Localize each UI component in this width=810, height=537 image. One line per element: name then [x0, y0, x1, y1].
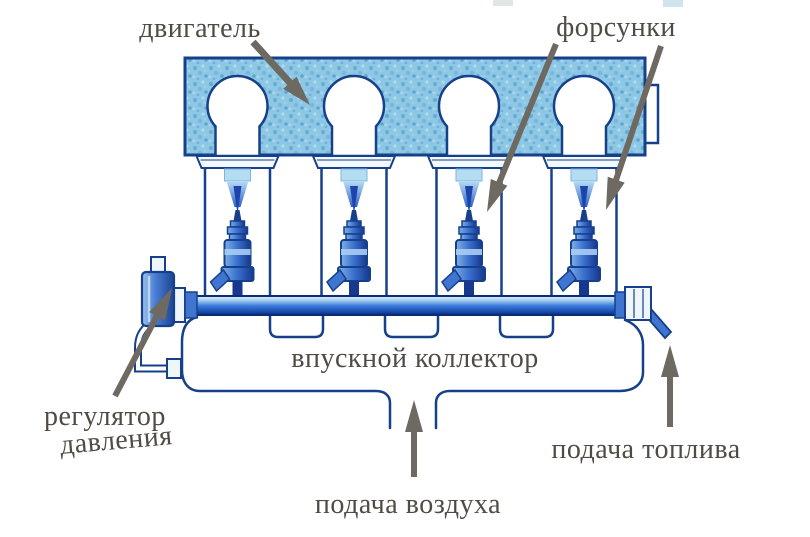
intake-manifold-label: впускной коллектор	[291, 343, 539, 374]
injectors-label: форсунки	[556, 12, 676, 43]
injector-3	[441, 168, 486, 298]
air-supply-arrow	[405, 400, 423, 477]
crop-artifact	[663, 0, 683, 7]
crop-artifact	[493, 0, 513, 6]
injector-4	[556, 168, 601, 298]
plenum-right-outline	[434, 318, 645, 430]
engine-block	[183, 56, 660, 170]
fuel-inlet-fitting	[624, 286, 673, 340]
annotation-arrows	[112, 39, 679, 477]
engine-arrow	[250, 39, 310, 105]
injectors-arrow-left	[487, 42, 559, 212]
fuel-supply-arrow	[661, 345, 679, 427]
rail-left-step	[184, 291, 198, 319]
plenum-arch-2	[383, 313, 440, 339]
pressure-regulator-label-line1: регулятор	[44, 401, 166, 432]
regulator-arrow	[112, 288, 172, 398]
fuel-rail	[173, 286, 673, 340]
engine-label: двигатель	[139, 13, 261, 44]
rail-right-step	[614, 291, 626, 319]
fuel-supply-label: подача топлива	[551, 434, 741, 465]
rail-left-coupling	[173, 287, 186, 323]
plenum-left-outline	[180, 315, 392, 430]
rail-bar	[195, 295, 619, 316]
fuel-inlet-nut	[624, 286, 652, 321]
pressure-regulator-label: регулятор давления	[44, 401, 174, 461]
injector-1	[209, 168, 255, 298]
vacuum-port-fitting	[166, 358, 182, 379]
air-supply-label: подача воздуха	[314, 489, 502, 520]
injectors-arrow-right	[606, 45, 664, 210]
plenum-arch-3	[498, 313, 555, 339]
injector-2	[326, 168, 371, 298]
intake-runners	[203, 165, 618, 299]
plenum-arch-1	[268, 313, 325, 339]
